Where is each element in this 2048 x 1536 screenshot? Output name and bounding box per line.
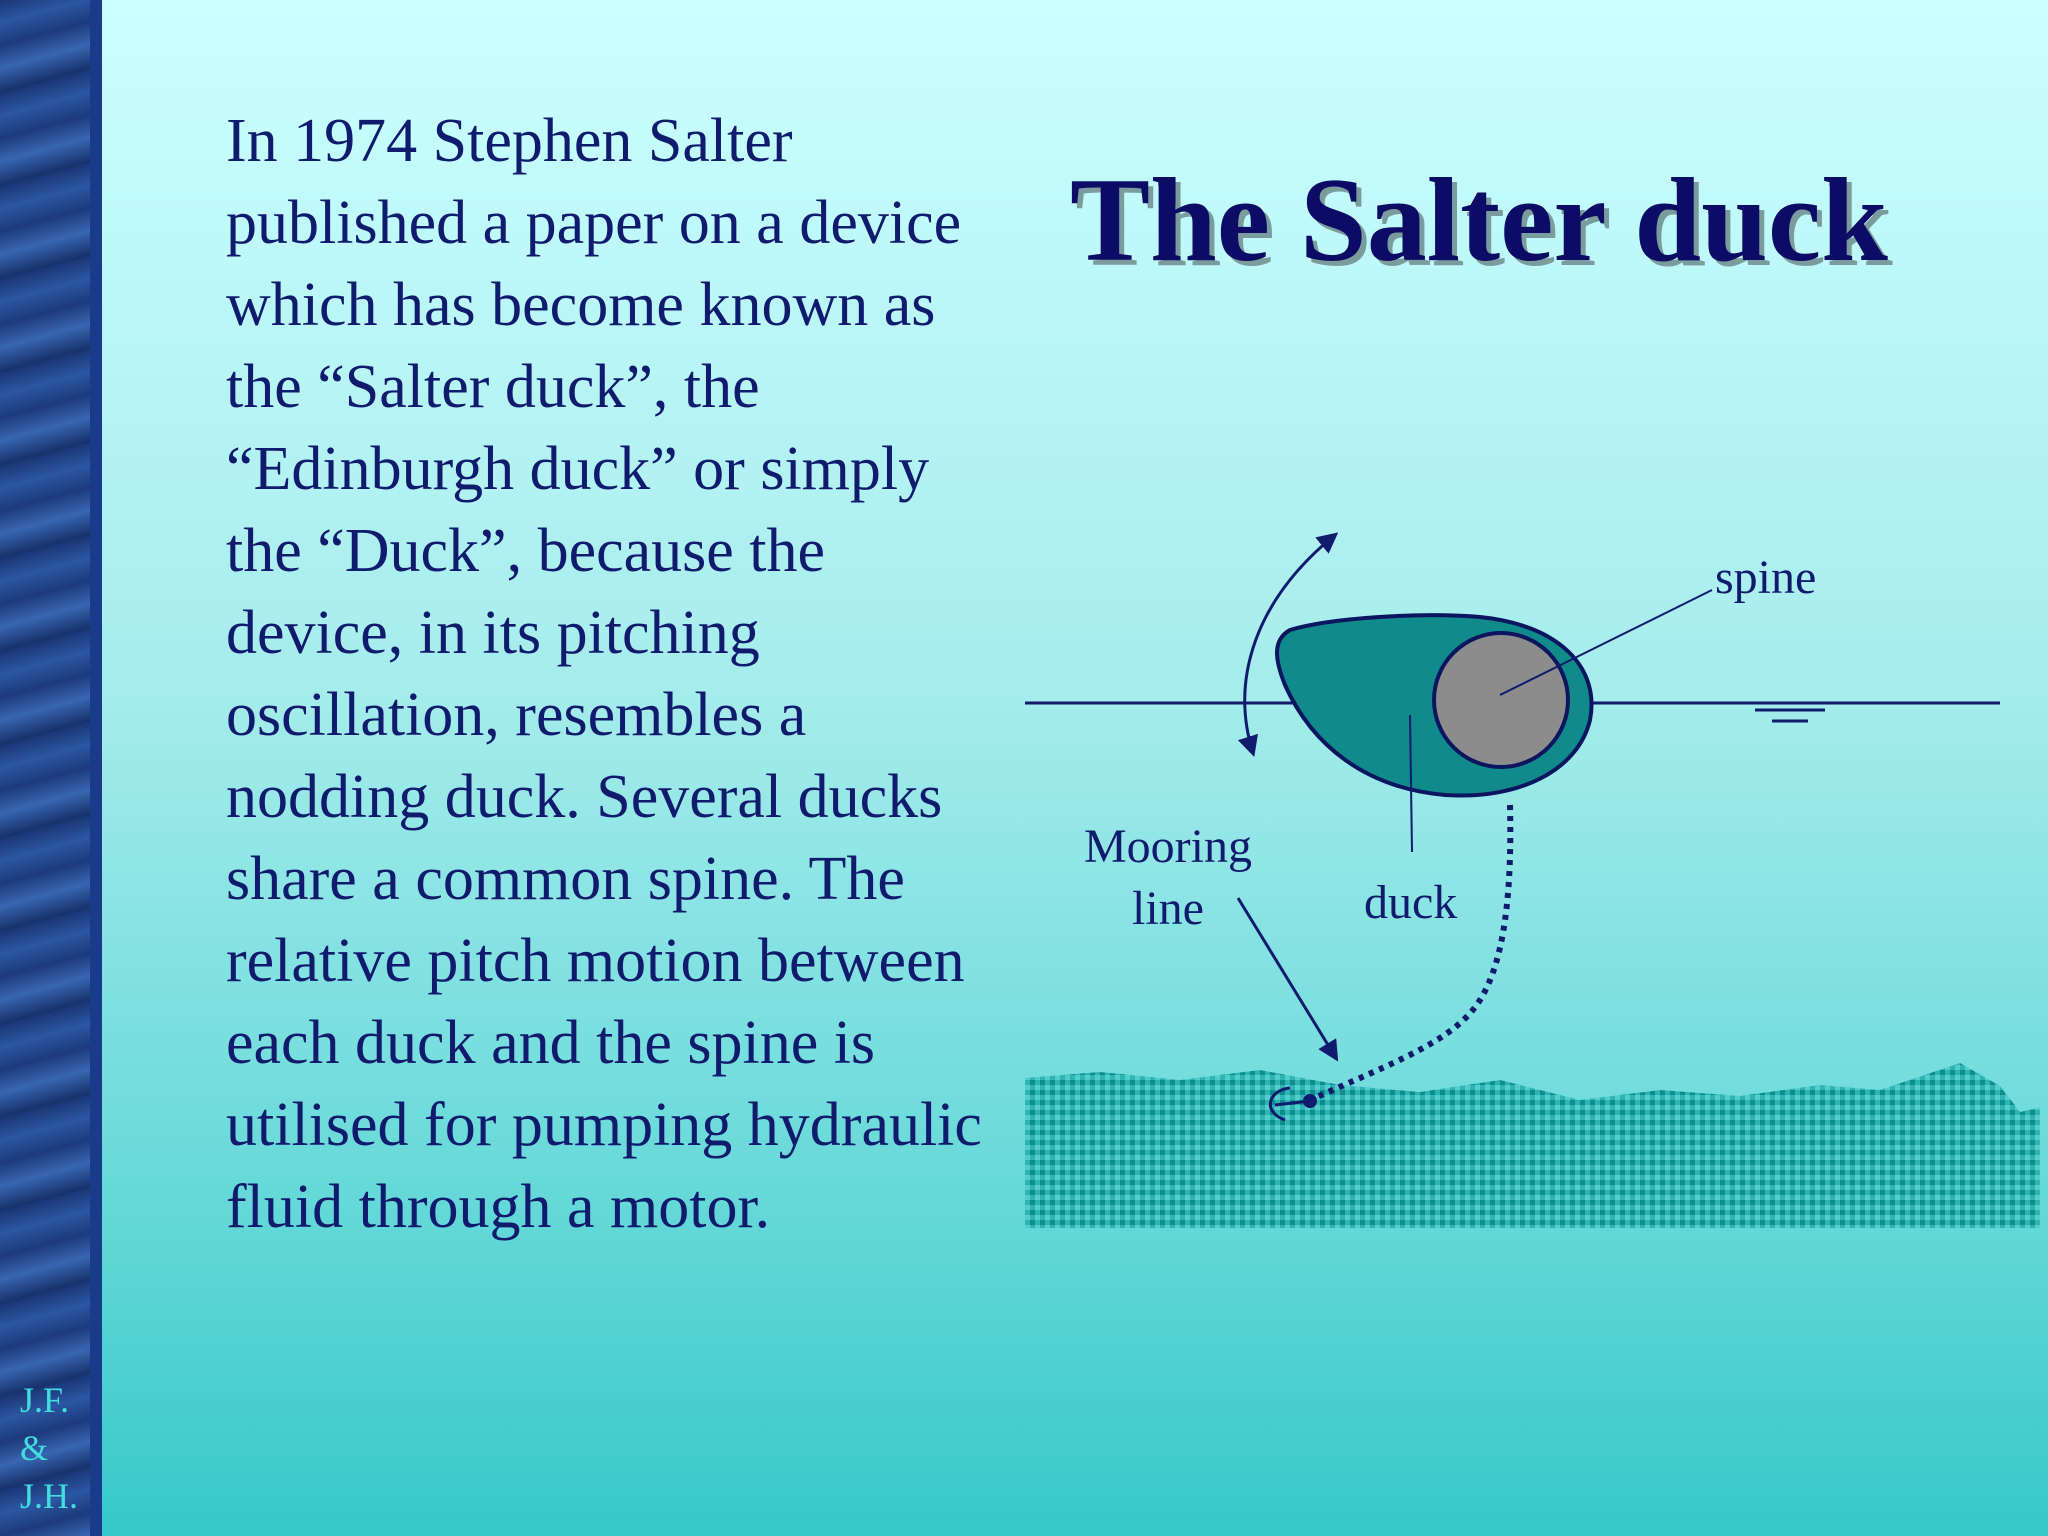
anchor-shank	[1274, 1099, 1311, 1107]
mooring-line	[1308, 804, 1514, 1103]
pitch-arrow	[1237, 532, 1339, 758]
initials-line-3: J.H.	[20, 1476, 79, 1516]
mooring-label-line-1: Mooring	[1084, 820, 1252, 873]
spine-label: spine	[1715, 551, 1816, 604]
initials-line-2: &	[20, 1428, 49, 1468]
slide-body-text: In 1974 Stephen Salter published a paper…	[226, 107, 982, 1241]
spine-leader-line	[1499, 589, 1713, 696]
mooring-label-arrow	[1236, 897, 1339, 1062]
salter-duck-diagram: spine duck Mooring line	[1025, 532, 2040, 1228]
seabed	[1025, 1063, 2040, 1228]
slide-title: The Salter duck	[1070, 153, 1888, 286]
initials-line-1: J.F.	[20, 1380, 70, 1420]
decorative-water-strip	[0, 0, 102, 1536]
author-initials: J.F. & J.H.	[20, 1376, 100, 1520]
duck-leader-line	[1409, 714, 1413, 853]
spine-circle	[1432, 631, 1570, 769]
duck-label: duck	[1364, 876, 1457, 929]
mooring-label-line-2: line	[1132, 882, 1204, 935]
anchor-fluke	[1268, 1086, 1291, 1122]
